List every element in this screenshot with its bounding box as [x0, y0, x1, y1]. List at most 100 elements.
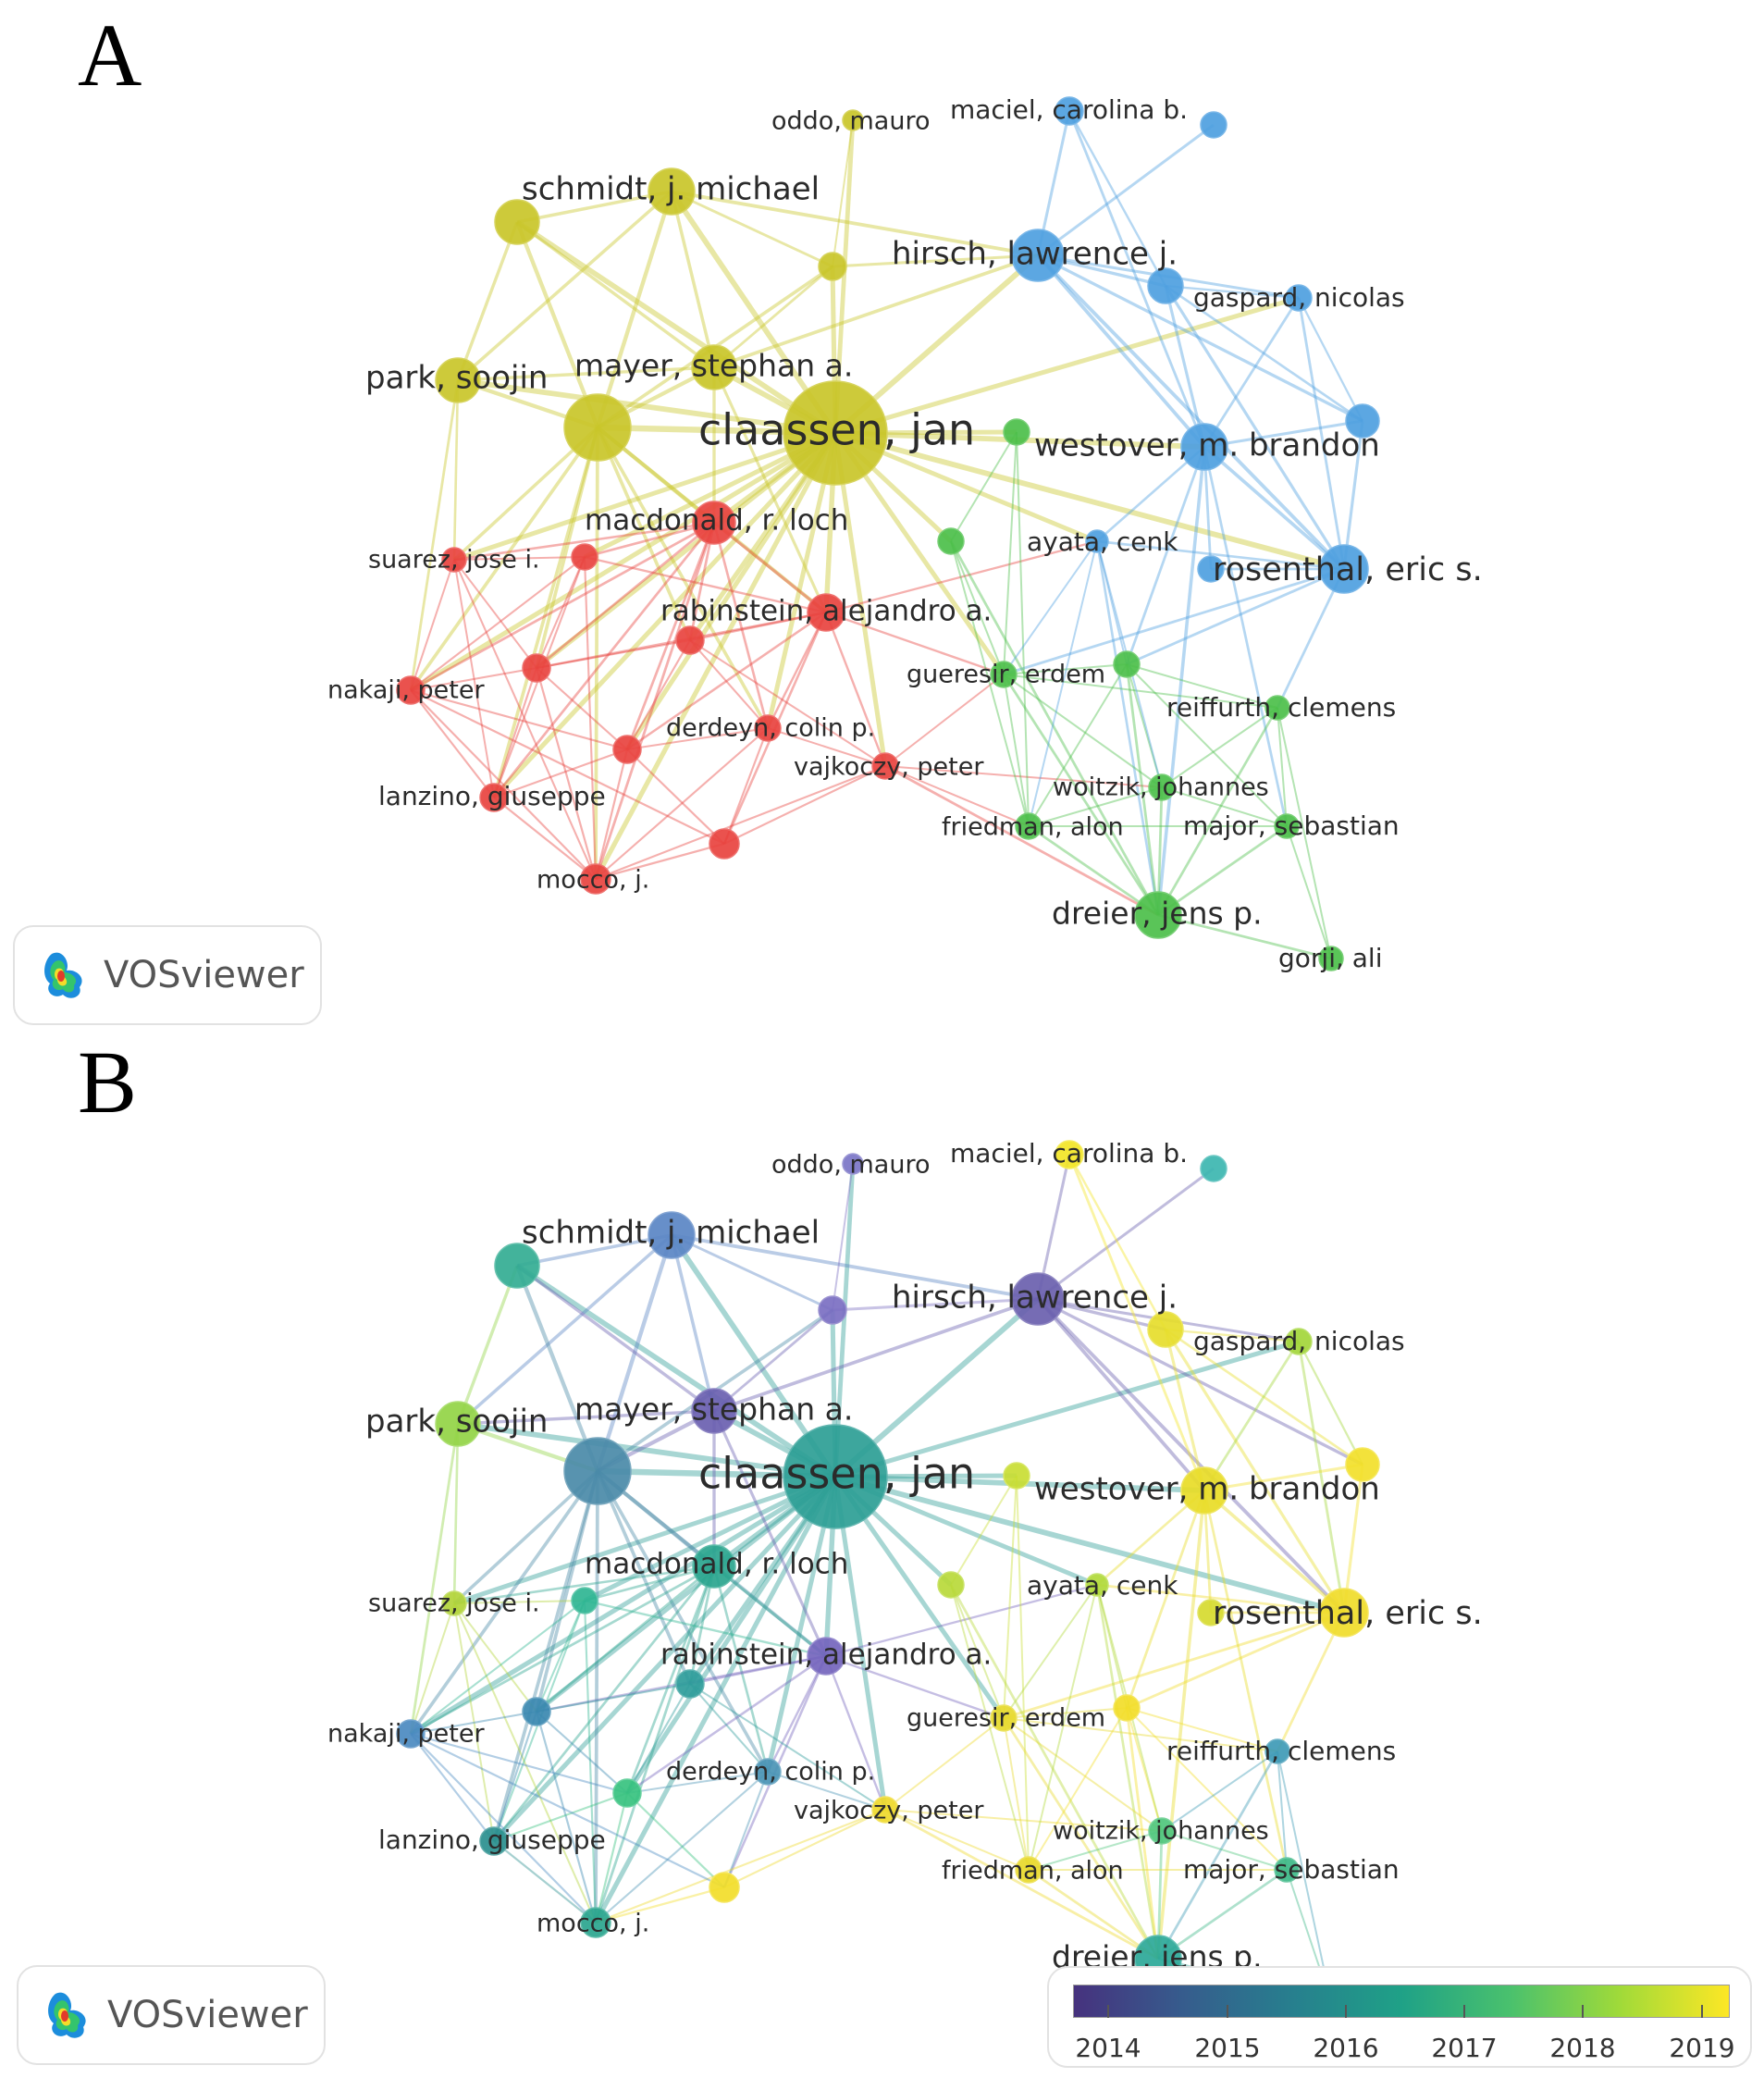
node-claassen[interactable] [783, 380, 888, 486]
node-label-westover: westover, m. brandon [1034, 1471, 1380, 1508]
node-b_gaspleft[interactable] [1147, 1311, 1184, 1348]
node-major[interactable] [1274, 813, 1300, 839]
node-macdonald[interactable] [692, 501, 736, 545]
link-vajkoczy-woitzik [884, 1809, 1163, 1832]
node-r_low[interactable] [612, 1778, 642, 1808]
node-gaspard[interactable] [1285, 1328, 1313, 1355]
node-rosenthal[interactable] [1319, 544, 1369, 594]
node-g_left[interactable] [937, 527, 965, 555]
node-friedman[interactable] [1015, 812, 1042, 840]
node-r_mid2[interactable] [675, 1669, 705, 1699]
node-claassen[interactable] [783, 1424, 888, 1529]
node-g_top[interactable] [1003, 1462, 1030, 1490]
node-friedman[interactable] [1015, 1856, 1042, 1884]
node-rabinstein[interactable] [807, 1637, 845, 1676]
node-hirsch[interactable] [1011, 229, 1065, 282]
node-b_gaspleft[interactable] [1147, 267, 1184, 304]
node-y_mid[interactable] [818, 252, 847, 281]
node-gaspard[interactable] [1285, 284, 1313, 312]
link-ayata-g_mid [1096, 540, 1128, 665]
link-rosenthal-ayata [1096, 1583, 1345, 1614]
node-schmidt[interactable] [648, 167, 696, 216]
node-lanzino[interactable] [479, 783, 509, 812]
node-b_topright[interactable] [1200, 1155, 1227, 1182]
node-schmidt[interactable] [648, 1211, 696, 1259]
node-y_bigleft[interactable] [563, 1437, 632, 1505]
node-r_bottom[interactable] [709, 828, 740, 860]
node-oddo[interactable] [842, 1153, 864, 1175]
node-lanzino[interactable] [479, 1826, 509, 1856]
node-label-maciel: maciel, carolina b. [950, 1138, 1188, 1169]
node-maciel[interactable] [1055, 1140, 1084, 1169]
node-major[interactable] [1274, 1857, 1300, 1883]
node-b_rosleft[interactable] [1197, 555, 1225, 583]
node-y_mid[interactable] [818, 1295, 847, 1325]
link-gaspard-westover [1203, 297, 1301, 448]
node-r_mid2[interactable] [675, 625, 705, 655]
node-park[interactable] [435, 1401, 481, 1447]
node-y_bigleft[interactable] [563, 393, 632, 462]
node-mayer[interactable] [691, 1388, 737, 1434]
node-y_left[interactable] [494, 199, 540, 245]
node-rabinstein[interactable] [807, 593, 845, 632]
link-rabinstein-r_mid2 [689, 1654, 827, 1686]
node-label-schmidt: schmidt, j. michael [522, 1215, 820, 1252]
link-vajkoczy-dreier [884, 764, 1159, 917]
node-r_mid1[interactable] [571, 1587, 598, 1614]
node-g_mid[interactable] [1113, 650, 1141, 678]
link-suarez-r_left [453, 1602, 537, 1713]
node-g_mid[interactable] [1113, 1694, 1141, 1722]
node-macdonald[interactable] [692, 1544, 736, 1589]
node-r_low[interactable] [612, 735, 642, 764]
node-g_top[interactable] [1003, 418, 1030, 446]
node-oddo[interactable] [842, 109, 864, 131]
node-derdeyn[interactable] [754, 714, 782, 742]
node-vajkoczy[interactable] [871, 752, 899, 780]
node-r_bottom[interactable] [709, 1872, 740, 1903]
node-ayata[interactable] [1085, 1573, 1109, 1597]
link-macdonald-r_low [625, 522, 716, 750]
node-r_left[interactable] [522, 1697, 551, 1726]
node-gorji[interactable] [1318, 946, 1344, 971]
node-mayer[interactable] [691, 344, 737, 390]
node-mocco[interactable] [580, 1907, 611, 1938]
node-ayata[interactable] [1085, 529, 1109, 553]
link-y_bigleft-y_left [515, 1265, 599, 1472]
link-mayer-hirsch [713, 1297, 1039, 1413]
node-reiffurth[interactable] [1264, 695, 1290, 721]
node-b_right[interactable] [1345, 403, 1380, 439]
node-rosenthal[interactable] [1319, 1588, 1369, 1638]
link-y_bigleft-lanzino [492, 1470, 599, 1842]
node-woitzik[interactable] [1148, 1817, 1176, 1845]
node-derdeyn[interactable] [754, 1758, 782, 1786]
node-g_left[interactable] [937, 1571, 965, 1599]
node-r_mid1[interactable] [571, 543, 598, 571]
node-suarez[interactable] [441, 1590, 467, 1616]
node-reiffurth[interactable] [1264, 1738, 1290, 1764]
node-westover[interactable] [1180, 423, 1228, 471]
node-woitzik[interactable] [1148, 773, 1176, 801]
node-gueresir[interactable] [990, 661, 1018, 688]
node-park[interactable] [435, 357, 481, 403]
link-suarez-lanzino [453, 559, 495, 798]
link-park-suarez [452, 379, 460, 561]
node-westover[interactable] [1180, 1466, 1228, 1515]
node-b_topright[interactable] [1200, 111, 1227, 139]
link-schmidt-hirsch [671, 1233, 1039, 1301]
node-nakaji[interactable] [396, 1719, 426, 1749]
link-park-suarez [452, 1423, 460, 1604]
link-woitzik-major [1161, 1830, 1288, 1871]
node-dreier[interactable] [1134, 891, 1182, 939]
node-hirsch[interactable] [1011, 1272, 1065, 1326]
node-suarez[interactable] [441, 547, 467, 573]
node-mocco[interactable] [580, 863, 611, 895]
node-nakaji[interactable] [396, 675, 426, 705]
node-gueresir[interactable] [990, 1704, 1018, 1732]
node-vajkoczy[interactable] [871, 1796, 899, 1824]
node-y_left[interactable] [494, 1243, 540, 1289]
node-maciel[interactable] [1055, 96, 1084, 126]
link-gueresir-woitzik [1003, 674, 1163, 788]
node-b_right[interactable] [1345, 1447, 1380, 1482]
node-r_left[interactable] [522, 653, 551, 683]
node-b_rosleft[interactable] [1197, 1599, 1225, 1627]
